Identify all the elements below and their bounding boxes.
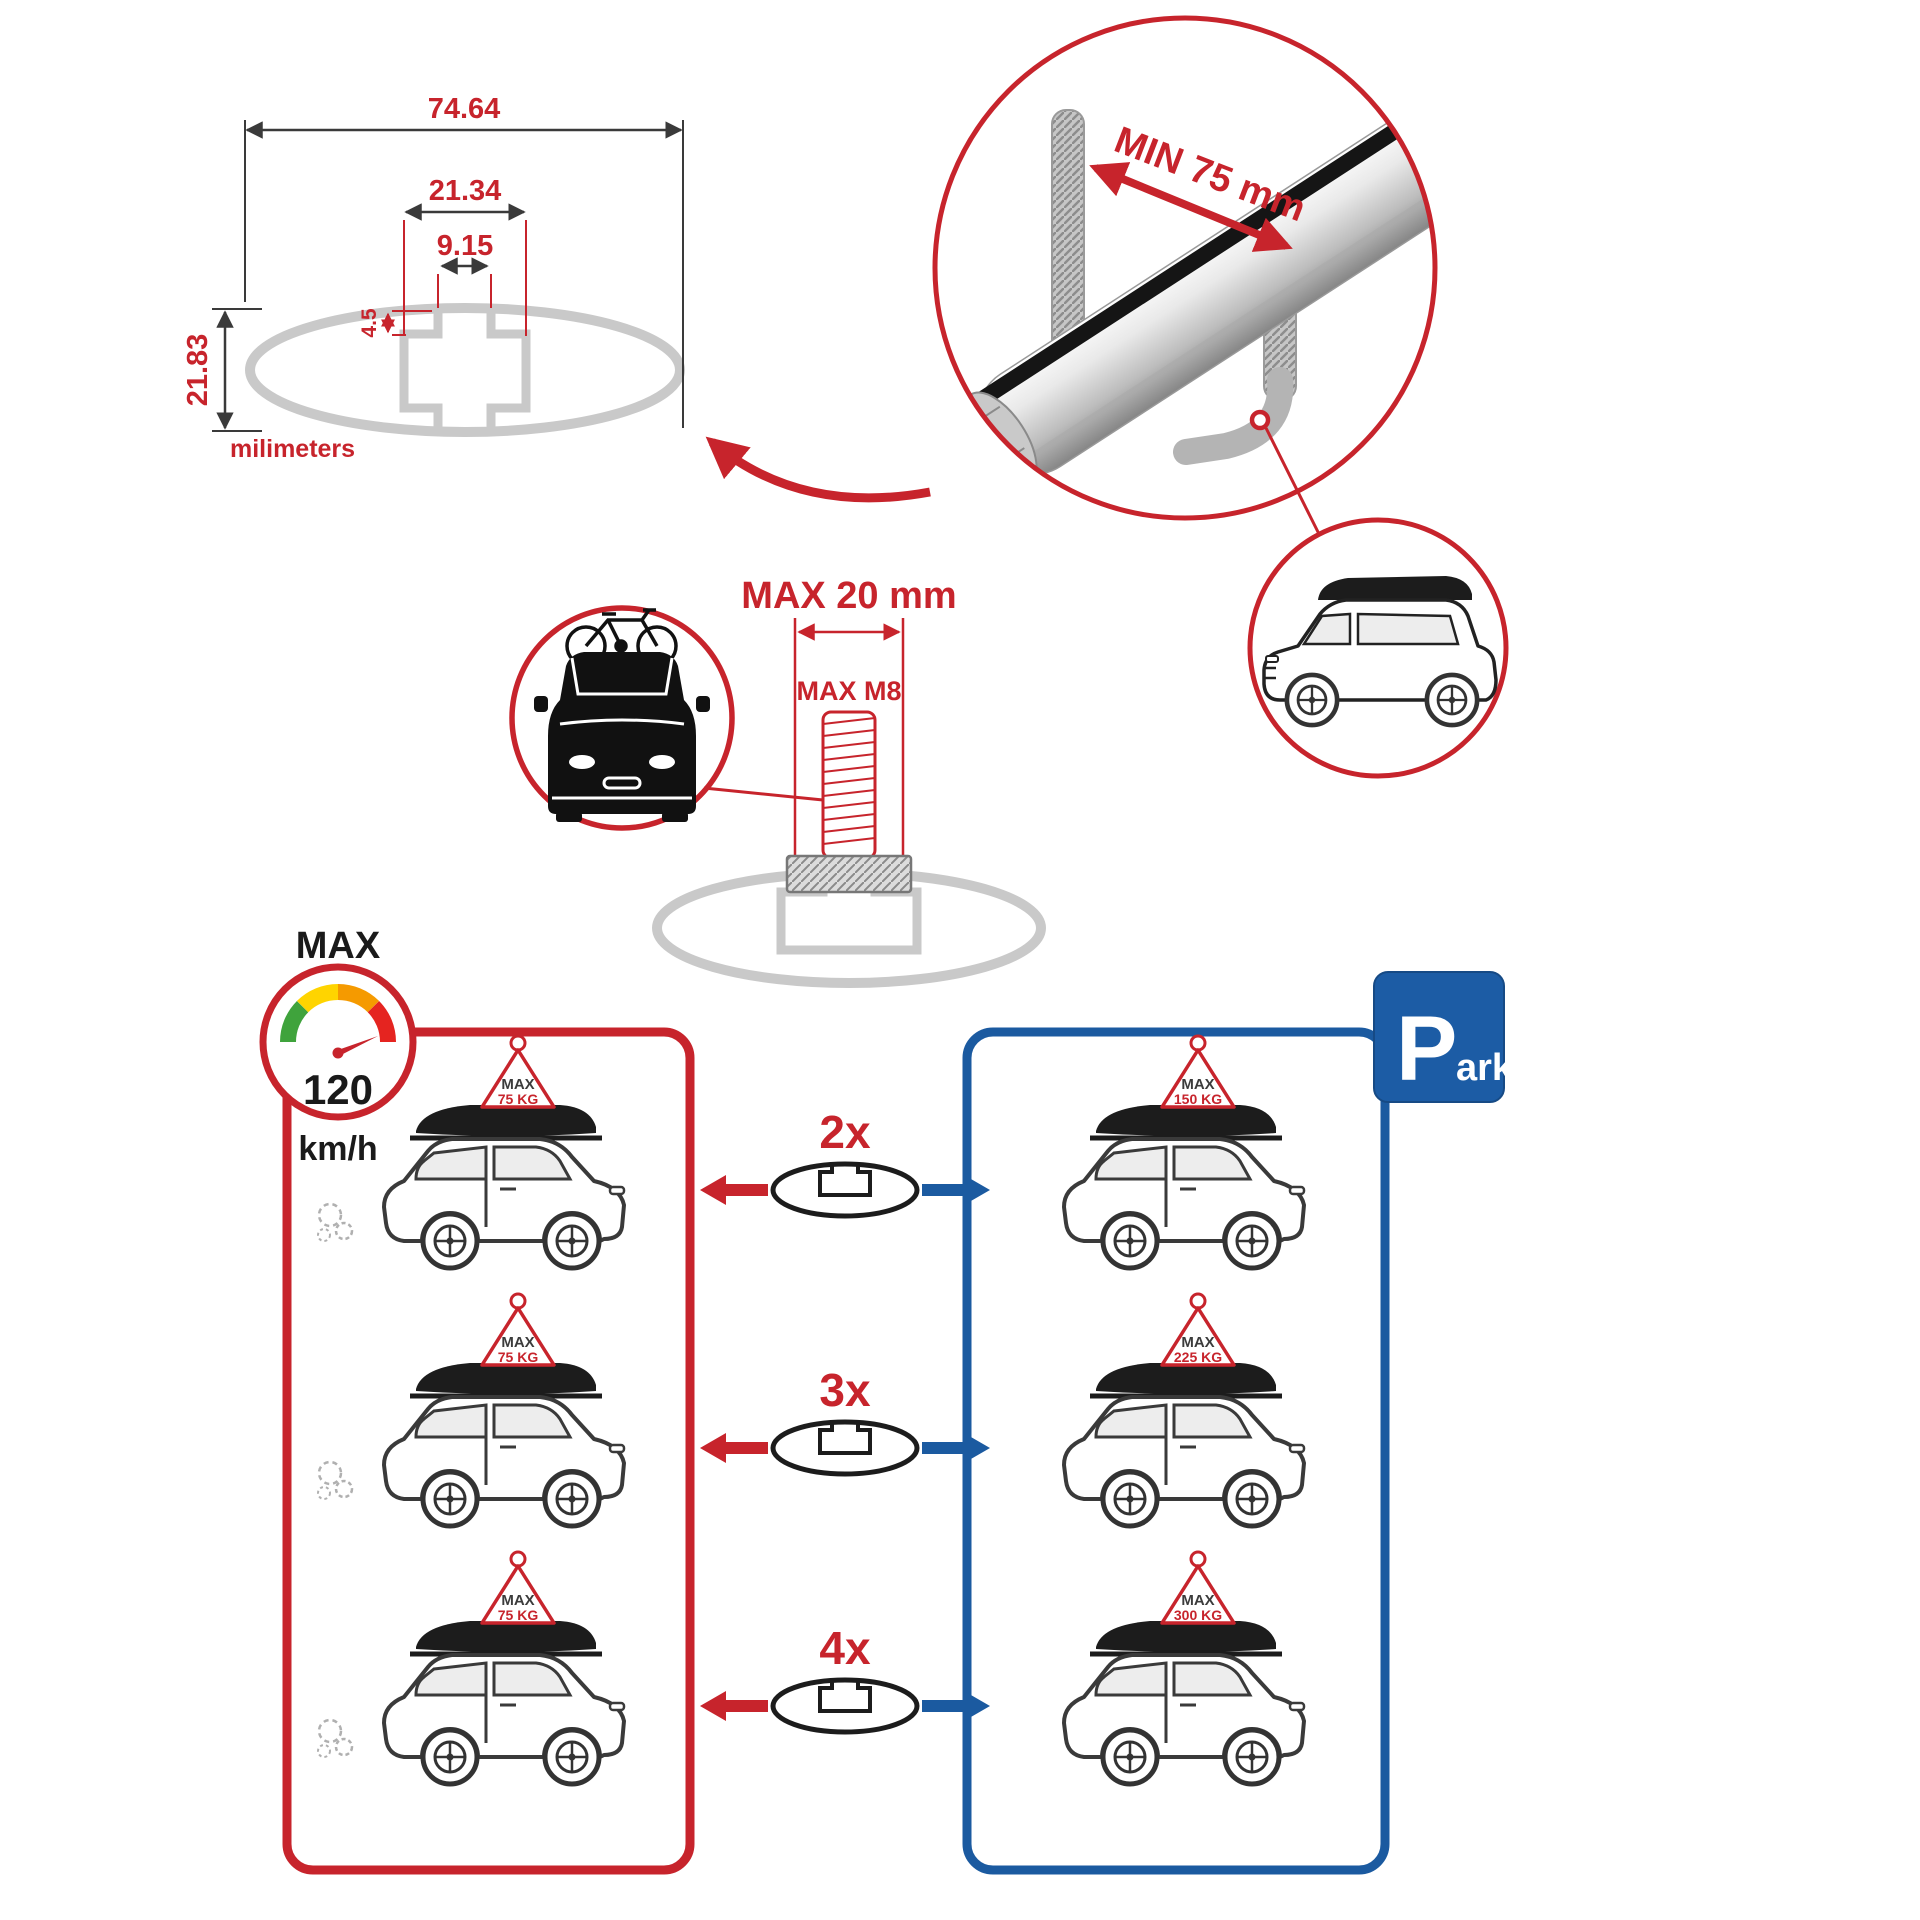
crossbar-oval-icon xyxy=(773,1422,917,1474)
parked-car-row-2: MAX 225 KG xyxy=(1064,1292,1304,1526)
park-sign: P ark xyxy=(1373,971,1514,1103)
bolt-head xyxy=(785,854,913,894)
crossbar-closeup: MIN 75 mm xyxy=(932,15,1438,535)
speed-unit: km/h xyxy=(298,1130,377,1168)
profile-ellipse xyxy=(245,303,685,437)
windshield xyxy=(570,657,674,696)
svg-text:MAX: MAX xyxy=(1181,1592,1214,1609)
unit-label: milimeters xyxy=(230,435,355,463)
min-span-arrow xyxy=(1089,162,1293,252)
connector-line xyxy=(1264,427,1321,535)
dim-slot-opening: 9.15 xyxy=(437,230,493,262)
multiplier-label: 3x xyxy=(819,1364,871,1416)
red-left-arrow xyxy=(700,1691,768,1721)
svg-text:150 KG: 150 KG xyxy=(1174,1091,1222,1107)
load-tag: MAX 225 KG xyxy=(1160,1292,1236,1367)
multiplier-label: 4x xyxy=(819,1622,871,1674)
svg-text:225 KG: 225 KG xyxy=(1174,1349,1222,1365)
car-front-illustration xyxy=(534,652,710,822)
park-sign-letter: P xyxy=(1396,998,1457,1100)
crossbar-oval-icon xyxy=(773,1680,917,1732)
load-tag: MAX 300 KG xyxy=(1160,1550,1236,1625)
closeup-circle-border xyxy=(932,15,1438,521)
svg-text:MAX: MAX xyxy=(1181,1076,1214,1093)
load-tag: MAX 75 KG xyxy=(480,1034,556,1109)
park-sign-text: ark xyxy=(1456,1047,1514,1089)
crossbar-profile-diagram: 74.64 21.34 9.15 21.83 4.5 milimeters xyxy=(182,93,685,463)
curved-pointer-arrow xyxy=(705,436,931,503)
speed-gauge: MAX 120 km/h xyxy=(259,925,417,1168)
speed-value: 120 xyxy=(303,1066,373,1113)
load-tag: MAX 75 KG xyxy=(480,1550,556,1625)
multiplier-column: 2x 3x 4x xyxy=(700,1106,990,1732)
svg-text:75 KG: 75 KG xyxy=(498,1607,539,1623)
dim-total-width: 74.64 xyxy=(428,93,501,125)
headlight-right xyxy=(649,755,675,769)
svg-text:75 KG: 75 KG xyxy=(498,1349,539,1365)
blue-right-arrow xyxy=(922,1433,990,1463)
gauge-needle xyxy=(335,1036,378,1055)
load-tag: MAX 150 KG xyxy=(1160,1034,1236,1109)
bolt-diagram: MAX 20 mm MAX M8 xyxy=(652,575,1046,988)
blue-right-arrow xyxy=(922,1691,990,1721)
marker-dot xyxy=(1249,409,1271,431)
headlight-left xyxy=(569,755,595,769)
moving-car-row-3: MAX 75 KG xyxy=(316,1550,624,1784)
svg-text:MAX: MAX xyxy=(501,1334,534,1351)
blue-right-arrow xyxy=(922,1175,990,1205)
moving-car-row-2: MAX 75 KG xyxy=(316,1292,624,1526)
bolt-threads xyxy=(822,717,876,845)
dim-height: 21.83 xyxy=(182,334,214,407)
dim-lip-depth: 4.5 xyxy=(358,308,381,338)
svg-text:300 KG: 300 KG xyxy=(1174,1607,1222,1623)
parked-car-row-1: MAX 150 KG xyxy=(1064,1034,1304,1268)
svg-text:MAX: MAX xyxy=(1181,1334,1214,1351)
max-thread-label: MAX M8 xyxy=(796,676,901,706)
crossbar-oval-icon xyxy=(773,1164,917,1216)
max-width-label: MAX 20 mm xyxy=(741,575,956,617)
multiplier-label: 2x xyxy=(819,1106,871,1158)
roof-box xyxy=(1318,576,1472,600)
gauge-dial xyxy=(279,983,397,1043)
red-left-arrow xyxy=(700,1433,768,1463)
parked-car-row-3: MAX 300 KG xyxy=(1064,1550,1304,1784)
speedometer-icon xyxy=(259,963,417,1121)
car-front-bike-circle xyxy=(509,605,824,831)
moving-car-row-1: MAX 75 KG xyxy=(316,1034,624,1268)
grille xyxy=(602,776,642,790)
max-speed-label: MAX xyxy=(296,925,381,967)
suv-illustration xyxy=(1262,576,1498,725)
load-tag-label: MAX xyxy=(501,1076,534,1093)
pointer-line-to-bolt xyxy=(703,786,824,802)
load-tag: MAX 75 KG xyxy=(480,1292,556,1367)
red-left-arrow xyxy=(700,1175,768,1205)
load-tag-value: 75 KG xyxy=(498,1091,539,1107)
t-slot-profile xyxy=(399,307,531,430)
svg-text:MAX: MAX xyxy=(501,1592,534,1609)
suv-roofbox-circle xyxy=(1247,517,1509,779)
dim-channel-width: 21.34 xyxy=(429,175,502,207)
